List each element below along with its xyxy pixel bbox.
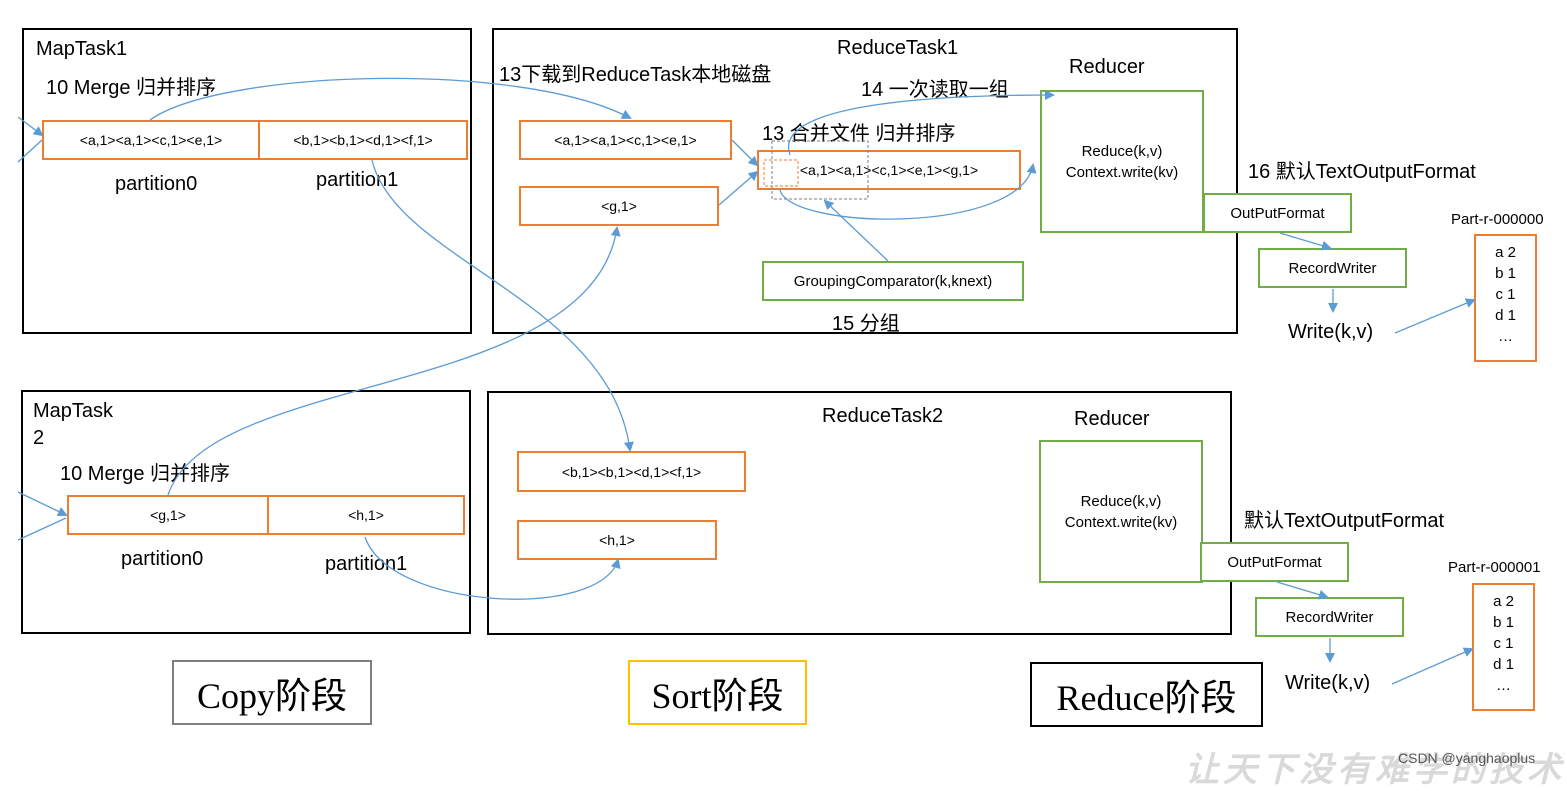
maptask2-partition1-label: partition1 [325,553,408,575]
reducetask1-merged-box: <a,1><a,1><c,1><e,1><g,1> [757,150,1021,190]
reducetask2-reducer-box: Reduce(k,v) Context.write(kv) [1039,440,1203,583]
output2-line-3: d 1 [1493,656,1514,673]
output2-format-label: 默认TextOutputFormat [1244,510,1445,532]
reducetask1-file2-box: <g,1> [519,186,719,226]
maptask1-partition0-box: <a,1><a,1><c,1><e,1> [42,120,260,160]
maptask1-partition1-label: partition1 [316,169,399,191]
output2-file-box: a 2 b 1 c 1 d 1 … [1472,583,1535,711]
output1-format-label: 16 默认TextOutputFormat [1248,161,1476,183]
reducetask1-merge-label: 13 合并文件 归并排序 [762,123,956,145]
reducetask1-group-label: 15 分组 [832,313,900,335]
output2-file-name: Part-r-000001 [1448,559,1541,576]
reducetask2-reducer-line1: Reduce(k,v) [1080,492,1162,510]
output1-file-box: a 2 b 1 c 1 d 1 … [1474,234,1537,362]
maptask1-partition1-box: <b,1><b,1><d,1><f,1> [258,120,468,160]
reducetask1-grouping-comparator-box: GroupingComparator(k,knext) [762,261,1024,301]
maptask2-title-line2: 2 [33,427,45,449]
output1-line-3: d 1 [1495,307,1516,324]
arrow-of1-to-rw1 [1279,232,1332,251]
output1-recordwriter-box: RecordWriter [1258,248,1407,288]
output2-line-1: b 1 [1493,614,1514,631]
maptask1-merge-label: 10 Merge 归并排序 [46,77,217,99]
reducetask1-reducer-box: Reduce(k,v) Context.write(kv) [1040,90,1204,233]
reducetask1-read-group-label: 14 一次读取一组 [861,79,1009,101]
stage-sort: Sort阶段 [628,660,807,725]
reducetask1-reducer-title: Reducer [1069,56,1145,78]
maptask2-partition0-box: <g,1> [67,495,269,535]
output2-outputformat-box: OutPutFormat [1200,542,1349,582]
reducetask1-reducer-line1: Reduce(k,v) [1081,142,1163,160]
arrow-write2-to-file2 [1391,647,1474,685]
output2-write-label: Write(k,v) [1285,672,1371,694]
output2-line-2: c 1 [1493,635,1514,652]
output2-line-0: a 2 [1493,593,1514,610]
maptask1-partition0-label: partition0 [115,173,198,195]
reducetask2-reducer-title: Reducer [1074,408,1150,430]
maptask1-title: MapTask1 [36,38,128,60]
reducetask1-reducer-line2: Context.write(kv) [1065,163,1179,181]
maptask2-title-line1: MapTask [33,400,114,422]
output1-file-name: Part-r-000000 [1451,211,1544,228]
output1-line-0: a 2 [1495,244,1516,261]
output2-recordwriter-box: RecordWriter [1255,597,1404,637]
reducetask2-title: ReduceTask2 [822,405,944,427]
stage-reduce: Reduce阶段 [1030,662,1263,727]
output1-line-2: c 1 [1495,286,1516,303]
reducetask2-container [487,391,1232,635]
maptask2-partition0-label: partition0 [121,548,204,570]
reducetask1-title: ReduceTask1 [837,37,959,59]
reducetask2-file1-box: <b,1><b,1><d,1><f,1> [517,451,746,492]
output1-outputformat-box: OutPutFormat [1203,193,1352,233]
maptask2-merge-label: 10 Merge 归并排序 [60,463,231,485]
output1-write-label: Write(k,v) [1288,321,1374,343]
reducetask1-download-label: 13下载到ReduceTask本地磁盘 [499,64,772,86]
maptask2-partition1-box: <h,1> [267,495,465,535]
output1-line-4: … [1498,328,1513,345]
stage-copy: Copy阶段 [172,660,372,725]
reducetask2-file2-box: <h,1> [517,520,717,560]
arrow-of2-to-rw2 [1276,581,1329,600]
output2-line-4: … [1496,677,1511,694]
arrow-write1-to-file1 [1394,298,1476,334]
reducetask1-file1-box: <a,1><a,1><c,1><e,1> [519,120,732,160]
reducetask2-reducer-line2: Context.write(kv) [1064,513,1178,531]
output1-line-1: b 1 [1495,265,1516,282]
csdn-credit: CSDN @yanghaoplus [1398,750,1536,766]
